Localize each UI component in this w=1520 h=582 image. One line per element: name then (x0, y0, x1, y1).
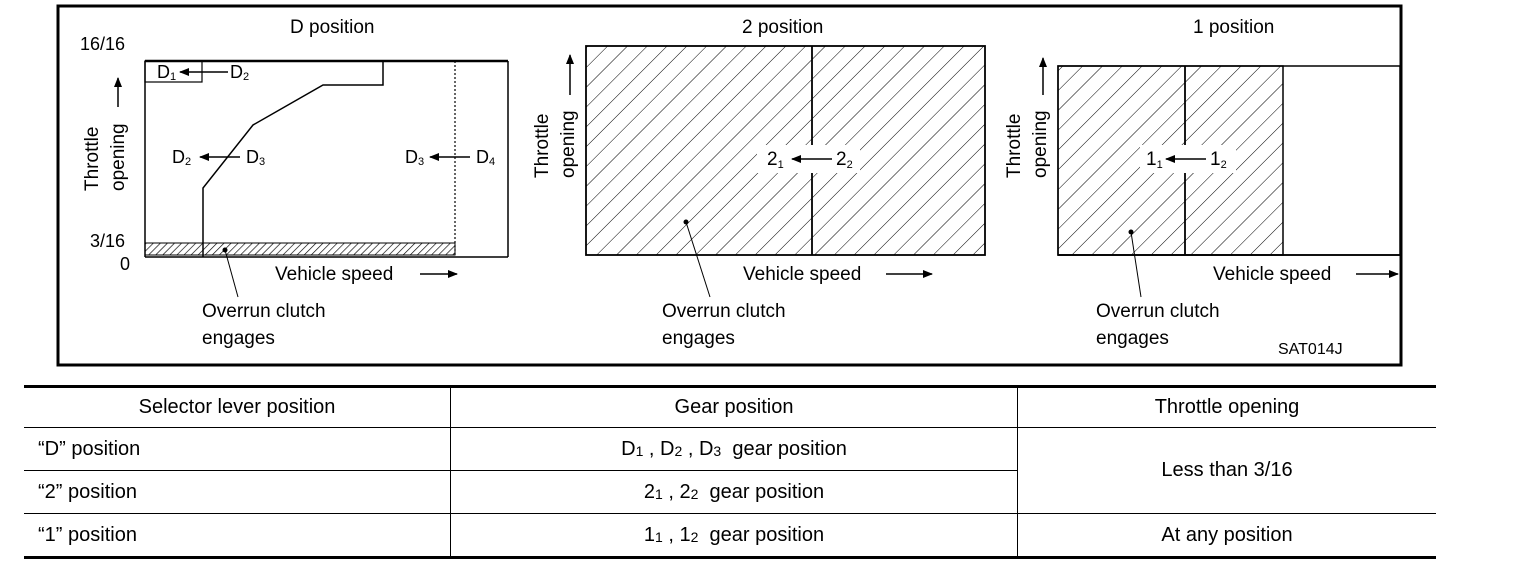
cell-throttle: At any position (1017, 513, 1436, 559)
panel-1-position: 1 position Throttle opening 11 12 Vehicl… (1004, 17, 1401, 358)
y-axis-label-throttle: Throttle (82, 127, 103, 191)
table-row: “1” position 11 , 12 gear position At an… (24, 513, 1436, 559)
label-2-2: 22 (836, 149, 853, 171)
label-1-2: 12 (1210, 149, 1227, 171)
figure-id: SAT014J (1278, 341, 1343, 358)
panel-2-title: 2 position (742, 17, 823, 38)
callout-1-line1: Overrun clutch (1096, 301, 1220, 322)
panel-2-ylabel-opening: opening (558, 110, 579, 178)
panel-1-title: 1 position (1193, 17, 1274, 38)
label-1-1: 11 (1146, 149, 1163, 171)
cell-selector: “D” position (24, 427, 451, 471)
table-row: “2” position 21 , 22 gear position (24, 470, 1436, 514)
cell-gear: 21 , 22 gear position (450, 470, 1018, 514)
cell-gear: 11 , 12 gear position (450, 513, 1018, 559)
y-tick-0: 0 (120, 254, 130, 274)
panel-d-position: D position 16/16 3/16 0 Throttle opening… (80, 17, 509, 349)
callout-d-line2: engages (202, 328, 275, 349)
callout-d-line1: Overrun clutch (202, 301, 326, 322)
x-axis-label-1: Vehicle speed (1213, 264, 1331, 285)
x-axis-label-d: Vehicle speed (275, 264, 393, 285)
cell-throttle: Less than 3/16 (1017, 427, 1436, 514)
overrun-band-d (144, 242, 456, 256)
callout-1-line2: engages (1096, 328, 1169, 349)
label-d2-mid: D2 (172, 147, 191, 168)
figure-diagram: D position 16/16 3/16 0 Throttle opening… (56, 4, 1403, 367)
table-row: “D” position D1 , D2 , D3 gear position … (24, 427, 1436, 514)
callout-2-line1: Overrun clutch (662, 301, 786, 322)
y-axis-label-opening: opening (108, 123, 129, 191)
label-2-1: 21 (767, 149, 784, 171)
y-tick-3-16: 3/16 (90, 231, 125, 251)
panel-1-ylabel-opening: opening (1030, 110, 1051, 178)
y-tick-16-16: 16/16 (80, 34, 125, 54)
cell-selector: “1” position (24, 513, 451, 559)
callout-leader-2 (685, 221, 711, 298)
callout-2-line2: engages (662, 328, 735, 349)
label-d2-top: D2 (230, 62, 249, 83)
label-d3-right: D3 (405, 147, 424, 168)
overrun-clutch-table: Selector lever position Gear position Th… (24, 385, 1436, 559)
header-gear-position: Gear position (450, 385, 1018, 428)
figure-frame (56, 4, 1403, 367)
header-throttle-opening: Throttle opening (1017, 385, 1436, 428)
cell-gear: D1 , D2 , D3 gear position (450, 427, 1018, 471)
table-header-row: Selector lever position Gear position Th… (24, 385, 1436, 428)
panel-2-ylabel-throttle: Throttle (532, 114, 553, 178)
panel-2-position: 2 position Throttle opening 21 22 Vehicl… (532, 17, 986, 349)
panel-1-ylabel-throttle: Throttle (1004, 114, 1025, 178)
header-selector-lever-position: Selector lever position (24, 385, 451, 428)
cell-selector: “2” position (24, 470, 451, 514)
shift-line-d2-d3 (202, 61, 384, 257)
callout-leader-1 (1130, 231, 1142, 298)
label-d3-mid: D3 (246, 147, 265, 168)
label-d4: D4 (476, 147, 495, 168)
label-d1: D1 (157, 62, 176, 83)
panel-d-title: D position (290, 17, 375, 38)
x-axis-label-2: Vehicle speed (743, 264, 861, 285)
callout-leader-d (224, 249, 239, 298)
